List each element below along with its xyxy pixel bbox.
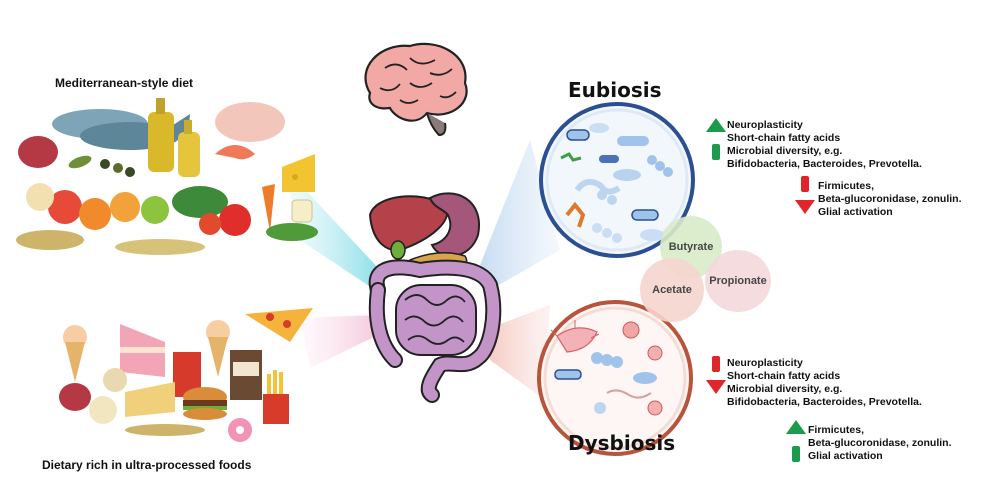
brain-illustration (364, 42, 468, 137)
eubiosis-title: Eubiosis (568, 78, 662, 102)
ultraprocessed-diet-label: Dietary rich in ultra-processed foods (42, 458, 252, 472)
acetate-bubble: Acetate (640, 258, 704, 322)
mediterranean-diet-label: Mediterranean-style diet (55, 76, 194, 90)
beam-dysbiosis (485, 305, 550, 400)
dysbiosis-decrease-item: Neuroplasticity (727, 357, 803, 369)
beam-mediterranean (285, 168, 380, 290)
dysbiosis-decreased-effects: Neuroplasticity Short-chain fatty acids … (727, 357, 922, 409)
ultraprocessed-food-illustration (59, 308, 313, 442)
dysbiosis-microbe-circle (537, 300, 693, 456)
eubiosis-decrease-item: Firmicutes, (818, 180, 875, 192)
dysbiosis-up-arrow-icon (786, 420, 806, 462)
dysbiosis-increase-item: Beta-glucoronidase, zonulin. (808, 437, 952, 449)
eubiosis-increase-item: Bifidobacteria, Bacteroides, Prevotella. (727, 158, 922, 170)
eubiosis-microbe-circle (539, 102, 695, 258)
digestive-system-illustration (368, 192, 502, 403)
beam-ultraprocessed (300, 315, 378, 368)
dysbiosis-down-arrow-icon (706, 356, 726, 394)
eubiosis-decreased-effects: Firmicutes, Beta-glucoronidase, zonulin.… (818, 180, 962, 219)
eubiosis-up-arrow-icon (706, 118, 726, 160)
eubiosis-decrease-item: Beta-glucoronidase, zonulin. (818, 193, 962, 205)
eubiosis-increased-effects: Neuroplasticity Short-chain fatty acids … (727, 119, 922, 171)
dysbiosis-title: Dysbiosis (568, 431, 676, 455)
dysbiosis-increased-effects: Firmicutes, Beta-glucoronidase, zonulin.… (808, 424, 952, 463)
eubiosis-increase-item: Neuroplasticity (727, 119, 803, 131)
dysbiosis-decrease-item: Microbial diversity, e.g. (727, 383, 843, 395)
acetate-label: Acetate (652, 284, 692, 296)
eubiosis-increase-item: Microbial diversity, e.g. (727, 145, 843, 157)
eubiosis-increase-item: Short-chain fatty acids (727, 132, 841, 144)
propionate-label: Propionate (709, 275, 767, 287)
dysbiosis-decrease-item: Short-chain fatty acids (727, 370, 841, 382)
dysbiosis-decrease-item: Bifidobacteria, Bacteroides, Prevotella. (727, 396, 922, 408)
butyrate-label: Butyrate (668, 241, 714, 253)
propionate-bubble: Propionate (705, 250, 771, 312)
dysbiosis-increase-item: Firmicutes, (808, 424, 865, 436)
dysbiosis-increase-item: Glial activation (808, 450, 883, 462)
mediterranean-food-illustration (16, 98, 318, 255)
eubiosis-decrease-item: Glial activation (818, 206, 893, 218)
eubiosis-down-arrow-icon (795, 176, 815, 214)
